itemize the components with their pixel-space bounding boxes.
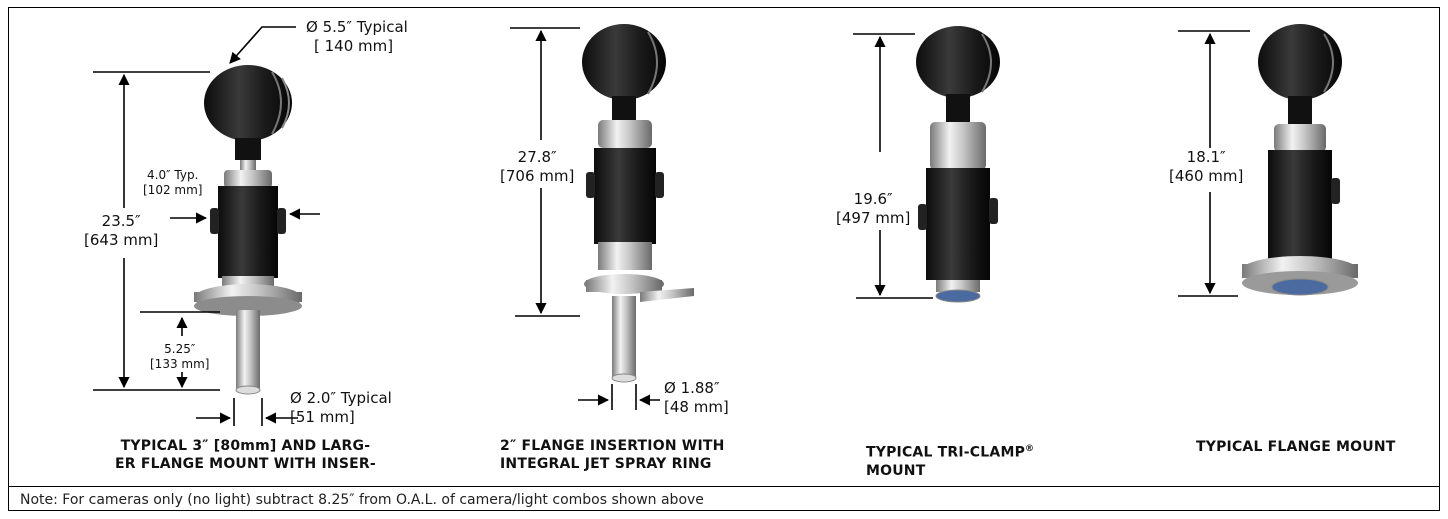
fig3-height-label: 19.6″[497 mm] (836, 190, 911, 227)
fig4-height-label: 18.1″[460 mm] (1169, 148, 1244, 186)
figure-frame (8, 7, 1440, 511)
fig4-caption: TYPICAL FLANGE MOUNT (1196, 439, 1396, 455)
camera-tri-clamp-drawing (916, 26, 1000, 303)
fig1-caption: TYPICAL 3″ [80mm] AND LARG-ER FLANGE MOU… (115, 438, 376, 472)
fig2-height-label: 27.8″[706 mm] (500, 148, 575, 185)
camera-flange-drawing (1242, 24, 1358, 296)
camera-flange-insertion-drawing (194, 65, 302, 395)
fig2-tube-diameter-label: Ø 1.88″[48 mm] (664, 379, 729, 416)
fig1-tube-diameter-label: Ø 2.0″ Typical[51 mm] (290, 389, 392, 426)
camera-jet-spray-drawing (582, 24, 694, 383)
fig1-height-label: 23.5″[643 mm] (84, 212, 159, 249)
fig1-head-diameter-label: Ø 5.5″ Typical[ 140 mm] (306, 18, 408, 55)
footnote: Note: For cameras only (no light) subtra… (20, 492, 704, 508)
fig4-dimension-lines (1178, 30, 1250, 297)
fig2-dimension-lines (510, 27, 660, 410)
fig1-body-width-label: 4.0″ Typ.[102 mm] (143, 168, 203, 197)
fig3-caption: TYPICAL TRI-CLAMP® MOUNT (866, 444, 1035, 479)
fig1-insertion-label: 5.25″[133 mm] (150, 342, 210, 371)
fig1-dimension-lines (93, 26, 320, 426)
note-divider (8, 486, 1440, 487)
fig3-dimension-lines (853, 33, 933, 299)
